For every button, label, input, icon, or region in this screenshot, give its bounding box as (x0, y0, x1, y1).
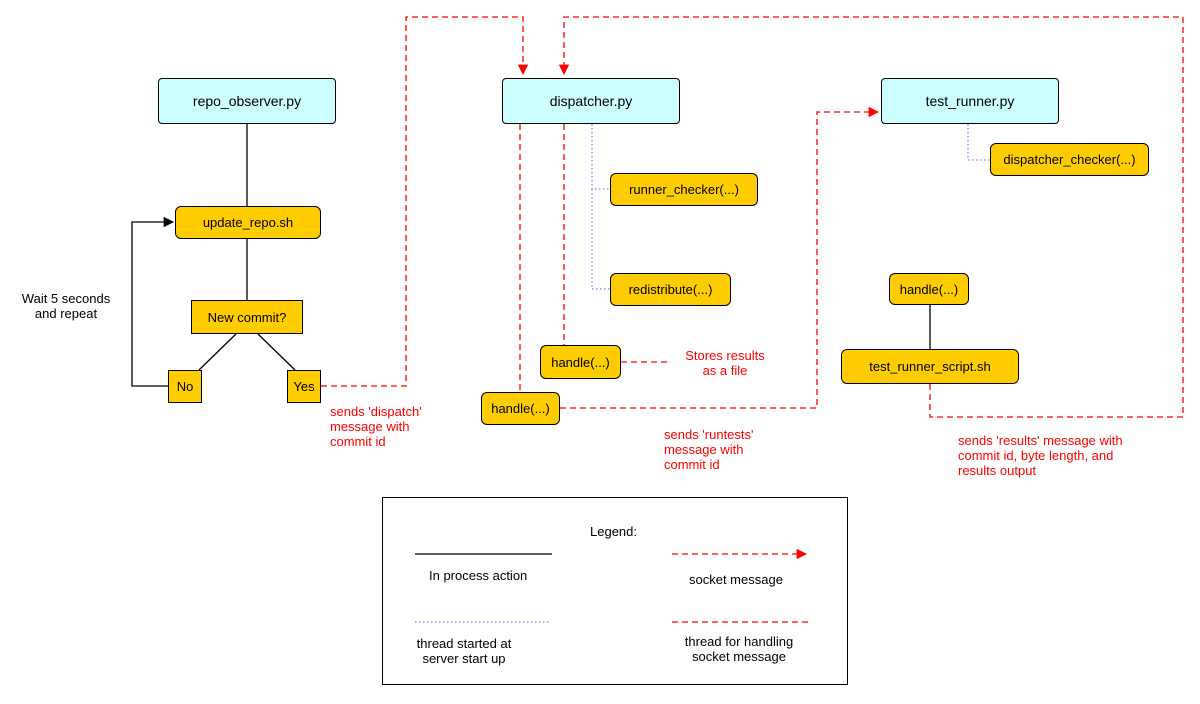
runner-checker-box: runner_checker(...) (610, 173, 758, 206)
in-process-lines (131, 124, 931, 387)
dispatcher-handle-dispatch-box: handle(...) (481, 392, 560, 425)
yes-box: Yes (287, 370, 321, 403)
line-newcommit-to-no (198, 333, 237, 371)
repo-observer-box: repo_observer.py (158, 78, 336, 124)
dispatcher-box: dispatcher.py (502, 78, 680, 124)
new-commit-box: New commit? (191, 300, 303, 334)
update-repo-box: update_repo.sh (175, 206, 321, 239)
legend-samples (415, 548, 809, 623)
sends-runtests-label: sends 'runtests' message with commit id (664, 427, 754, 472)
test-runner-box: test_runner.py (881, 78, 1059, 124)
thread-runner-checker (591, 124, 610, 190)
socket-results-to-dispatcher (558, 16, 1184, 418)
thread-redistribute (591, 189, 610, 290)
thread-dispatcher-checker (967, 124, 990, 161)
legend-box (382, 497, 848, 685)
redistribute-box: redistribute(...) (610, 273, 731, 306)
legend-title: Legend: (590, 524, 637, 539)
legend-socket-label: socket message (689, 572, 783, 587)
loop-no-to-update (131, 216, 175, 387)
dispatcher-checker-box: dispatcher_checker(...) (990, 143, 1149, 176)
legend-thread-socket-label: thread for handling socket message (684, 634, 794, 664)
socket-yes-to-dispatcher (321, 16, 529, 387)
socket-lines (321, 16, 1184, 418)
legend-thread-startup-label: thread started at server start up (416, 636, 512, 666)
sends-dispatch-label: sends 'dispatch' message with commit id (330, 404, 422, 449)
wait-repeat-label: Wait 5 seconds and repeat (21, 291, 111, 321)
socket-handle-to-testrunner (560, 106, 880, 409)
no-box: No (168, 370, 202, 403)
dispatcher-handle-results-box: handle(...) (540, 345, 621, 379)
test-runner-handle-box: handle(...) (889, 273, 969, 305)
thread-startup-lines (591, 124, 990, 290)
legend-in-process-label: In process action (429, 568, 528, 583)
test-runner-script-box: test_runner_script.sh (841, 349, 1019, 384)
sends-results-label: sends 'results' message with commit id, … (958, 433, 1123, 478)
line-newcommit-to-yes (257, 333, 296, 371)
stores-results-label: Stores results as a file (685, 348, 765, 378)
